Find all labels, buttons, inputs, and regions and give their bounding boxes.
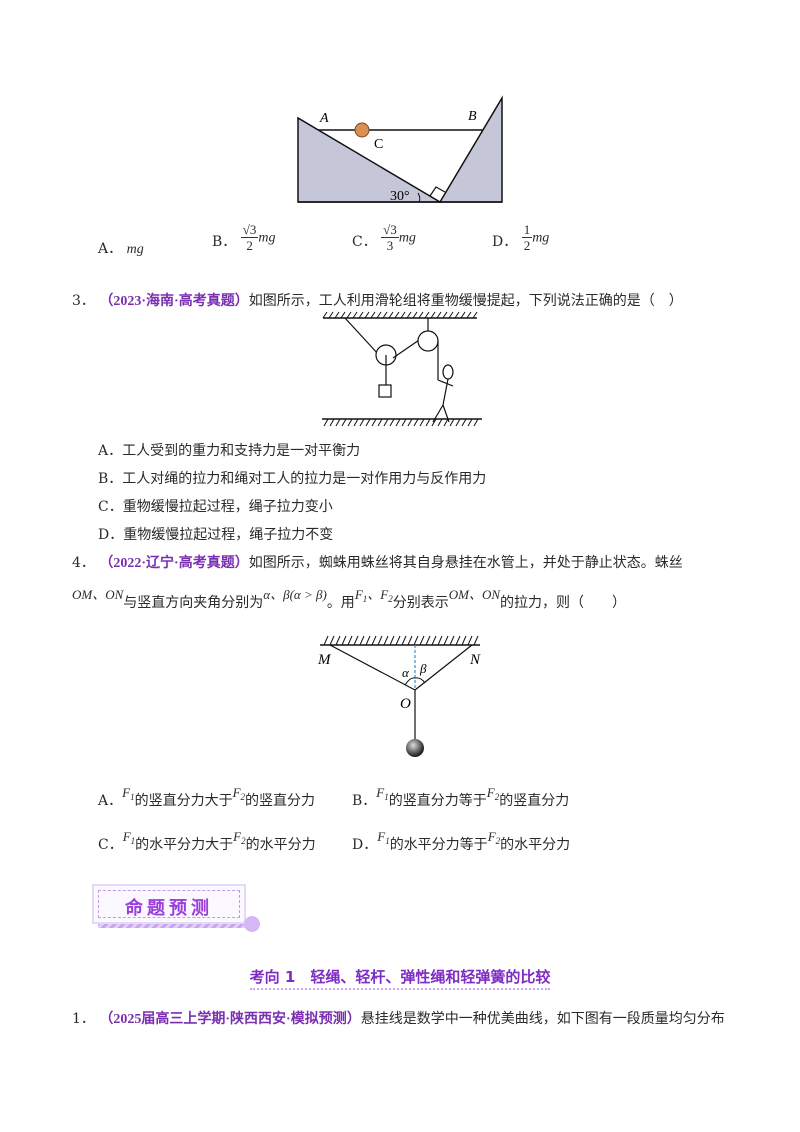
q4-option-d: D．F1的水平分力等于F2的水平分力: [352, 829, 571, 853]
option-expr: mg: [398, 230, 416, 246]
section-title-text: 考向 1 轻绳、轻杆、弹性绳和轻弹簧的比较: [249, 968, 551, 990]
q4-option-c: C．F1的水平分力大于F2的水平分力: [98, 829, 316, 853]
q4-stem-line1: 4． （2022·辽宁·高考真题）如图所示，蜘蛛用蛛丝将其自身悬挂在水管上，并处…: [72, 552, 683, 572]
question-text: 如图所示，蜘蛛用蛛丝将其自身悬挂在水管上，并处于静止状态。蛛丝: [248, 555, 683, 571]
label-c: C: [374, 137, 383, 152]
q3-option-c: C．重物缓慢拉起过程，绳子拉力变小: [98, 499, 333, 515]
label-angle: 30°: [390, 189, 410, 204]
label-a: A: [319, 111, 329, 126]
math-om-on: OM、ON: [448, 587, 501, 602]
question-source: （2022·辽宁·高考真题）: [99, 556, 249, 571]
q4-stem-line2: OM、ON与竖直方向夹角分别为α、β(α > β)。用F1、F2分别表示OM、O…: [72, 587, 627, 612]
badge-dot-decoration: [244, 916, 260, 932]
badge-dashed-border: [98, 890, 240, 918]
question-text: 悬挂线是数学中一种优美曲线，如下图有一段质量均匀分布: [360, 1011, 725, 1027]
option-letter: C．: [352, 233, 377, 250]
q4-option-b: B．F1的竖直分力等于F2的竖直分力: [352, 785, 570, 809]
option-letter: D．: [492, 233, 518, 250]
q3-option-b: B．工人对绳的拉力和绳对工人的拉力是一对作用力与反作用力: [98, 471, 487, 487]
label-beta: β: [419, 661, 427, 676]
label-o: O: [400, 696, 411, 712]
question-number: 4．: [72, 555, 95, 571]
question-source: （2023·海南·高考真题）: [99, 294, 249, 309]
prediction-badge: 命题预测: [86, 878, 260, 932]
question-source: （2025届高三上学期·陕西西安·模拟预测）: [99, 1012, 361, 1027]
badge-shadow: [98, 922, 248, 928]
option-letter: B．: [212, 233, 237, 250]
question-number: 1．: [72, 1011, 95, 1027]
text: 分别表示: [392, 595, 449, 611]
ground-hatch: [322, 418, 482, 427]
q-next-stem: 1． （2025届高三上学期·陕西西安·模拟预测）悬挂线是数学中一种优美曲线，如…: [72, 1008, 725, 1028]
incline-ball-figure: A B C 30°: [297, 95, 503, 204]
question-number: 3．: [72, 293, 95, 309]
option-letter: A．: [98, 241, 123, 257]
q3-option-a: A．工人受到的重力和支持力是一对平衡力: [98, 443, 361, 459]
label-m: M: [317, 652, 332, 668]
text: 。用: [326, 595, 355, 611]
question-text: 如图所示，工人利用滑轮组将重物缓慢提起，下列说法正确的是（ ）: [248, 293, 683, 309]
text: 与竖直方向夹角分别为: [123, 595, 264, 611]
section-title: 考向 1 轻绳、轻杆、弹性绳和轻弹簧的比较: [0, 966, 800, 990]
math-forces: F1、F2: [354, 587, 393, 604]
math-angles: α、β(α > β): [263, 587, 327, 602]
label-n: N: [469, 652, 481, 668]
label-alpha: α: [402, 665, 410, 680]
option-expr: mg: [126, 242, 144, 257]
q2-option-a: A． mg: [98, 238, 144, 258]
badge-frame: 命题预测: [92, 884, 246, 924]
q3-option-d: D．重物缓慢拉起过程，绳子拉力不变: [98, 527, 334, 543]
q4-option-a: A．F1的竖直分力大于F2的竖直分力: [98, 785, 316, 809]
badge-label: 命题预测: [125, 898, 213, 919]
option-expr: mg: [532, 230, 550, 246]
option-expr: mg: [258, 230, 276, 246]
text: 的拉力，则（ ）: [500, 595, 627, 611]
label-b: B: [468, 109, 477, 124]
math-om-on: OM、ON: [72, 587, 124, 602]
spider-figure: M N O α β: [317, 635, 481, 757]
q3-stem: 3． （2023·海南·高考真题）如图所示，工人利用滑轮组将重物缓慢提起，下列说…: [72, 290, 683, 310]
pulley-figure: [322, 311, 478, 423]
